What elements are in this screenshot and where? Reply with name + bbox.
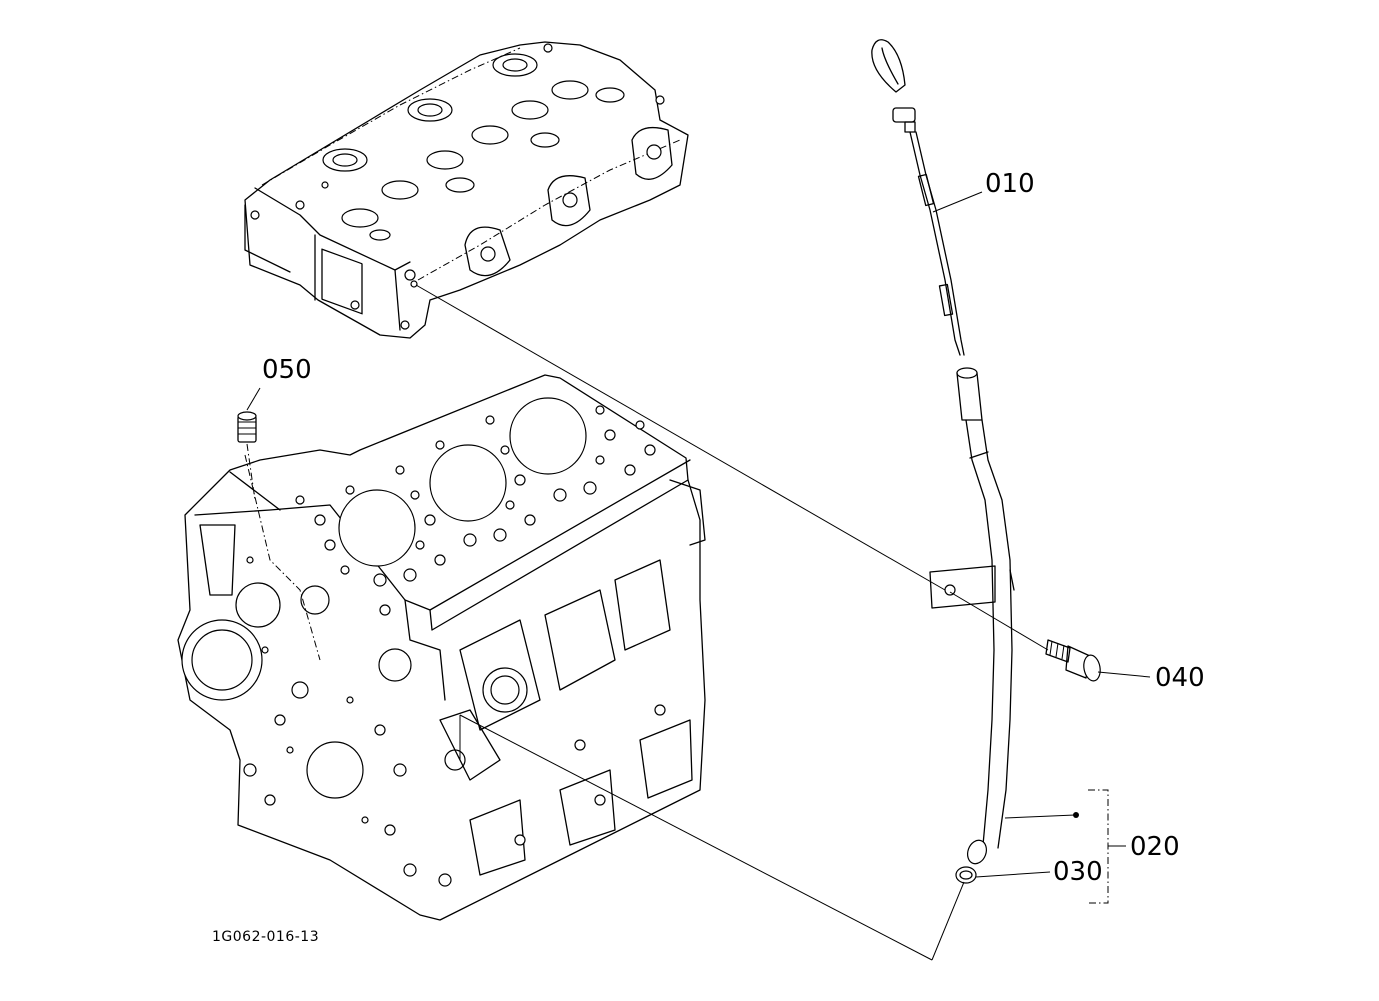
- cylinder-block: [177, 374, 706, 921]
- bolt-040: [1045, 639, 1101, 682]
- callout-010: 010: [985, 169, 1035, 199]
- guide-tube-020: [929, 367, 1015, 865]
- drawing-code: 1G062-016-13: [212, 929, 319, 945]
- leader-lines: [246, 191, 1151, 904]
- cylinder-head: [244, 41, 689, 339]
- o-ring-030: [955, 866, 977, 884]
- reference-lines: [415, 284, 1049, 961]
- plug-050: [237, 411, 257, 501]
- dipstick-010: [871, 39, 965, 356]
- callout-050: 050: [262, 355, 312, 385]
- callout-020: 020: [1130, 832, 1180, 862]
- callout-030: 030: [1053, 857, 1103, 887]
- callout-040: 040: [1155, 663, 1205, 693]
